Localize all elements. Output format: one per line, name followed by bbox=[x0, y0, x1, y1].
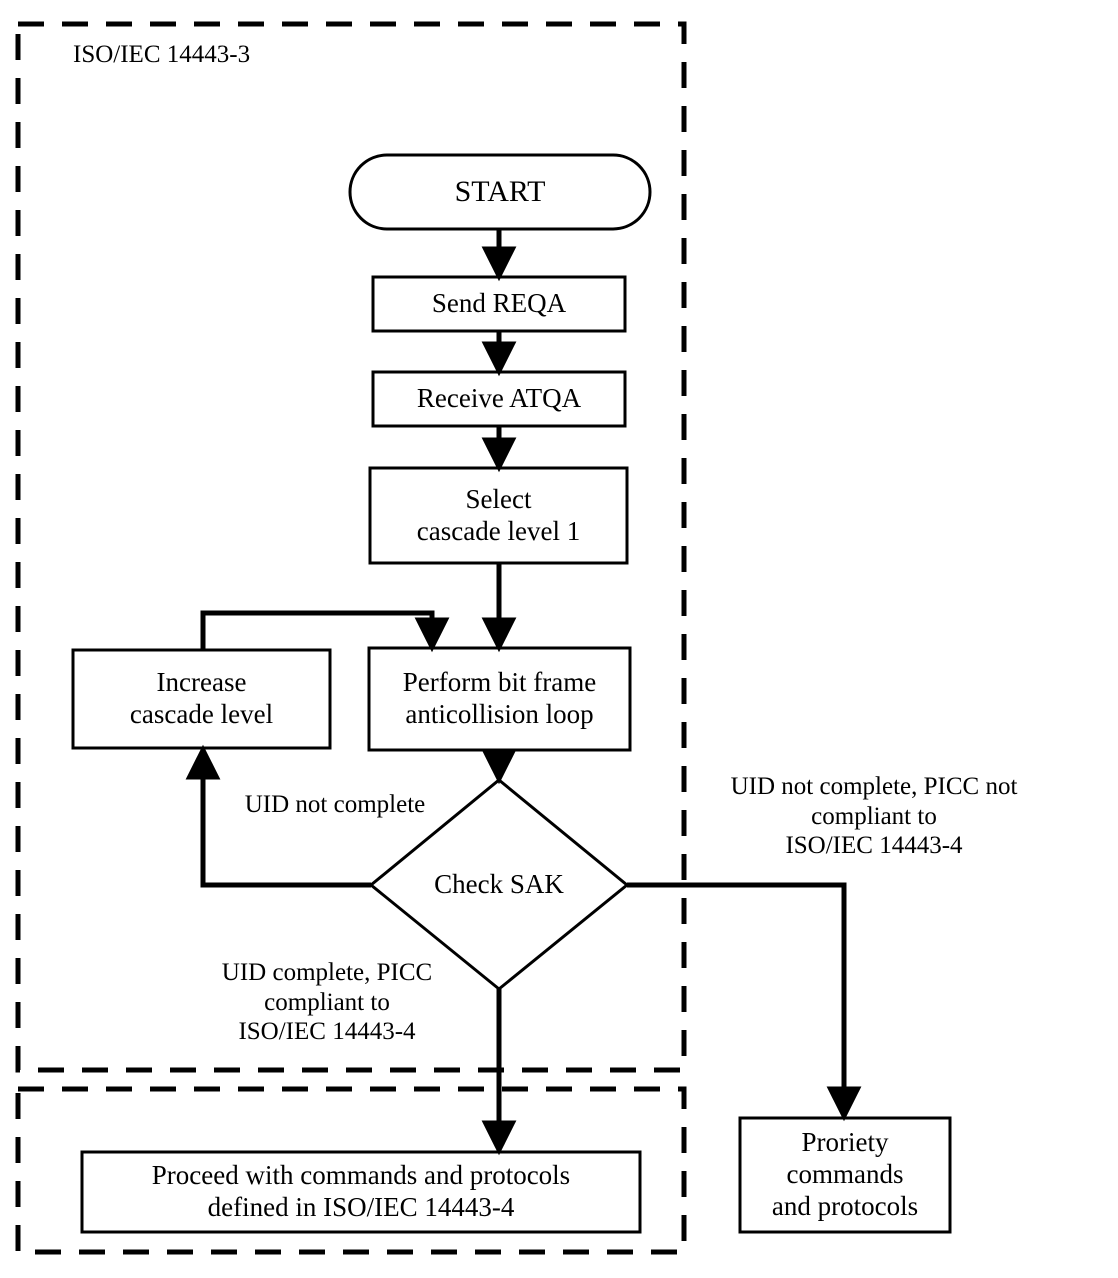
group-title-14443-3: ISO/IEC 14443-3 bbox=[73, 41, 251, 68]
node-label-check-sak: Check SAK bbox=[434, 869, 564, 900]
node-label-receive-atqa: Receive ATQA bbox=[416, 383, 582, 414]
edge-check-sak-to-increase-cascade bbox=[185, 744, 371, 888]
node-label-select-cascade: Select cascade level 1 bbox=[416, 483, 581, 546]
node-label-send-reqa: Send REQA bbox=[431, 288, 567, 319]
edge-check-sak-to-proprietary bbox=[627, 882, 862, 1122]
edge-increase-cascade-to-anticollision bbox=[200, 610, 450, 653]
node-label-increase-cascade: Increase cascade level bbox=[129, 667, 274, 729]
node-label-anticollision: Perform bit frame anticollision loop bbox=[402, 667, 597, 729]
node-shape-proceed[interactable] bbox=[80, 1150, 642, 1234]
node-label-proprietary: Proriety commands and protocols bbox=[771, 1127, 919, 1221]
node-label-proceed: Proceed with commands and protocols defi… bbox=[151, 1160, 571, 1222]
node-label-start: START bbox=[454, 175, 546, 209]
edge-label-uid-complete-compliant: UID complete, PICC compliant to ISO/IEC … bbox=[221, 959, 433, 1045]
group-box-14443-4 bbox=[15, 1086, 687, 1255]
edge-label-uid-not-complete: UID not complete bbox=[244, 791, 426, 818]
group-box-14443-3 bbox=[15, 21, 687, 1073]
edge-label-uid-not-complete-noncompliant: UID not complete, PICC not compliant to … bbox=[730, 773, 1018, 859]
